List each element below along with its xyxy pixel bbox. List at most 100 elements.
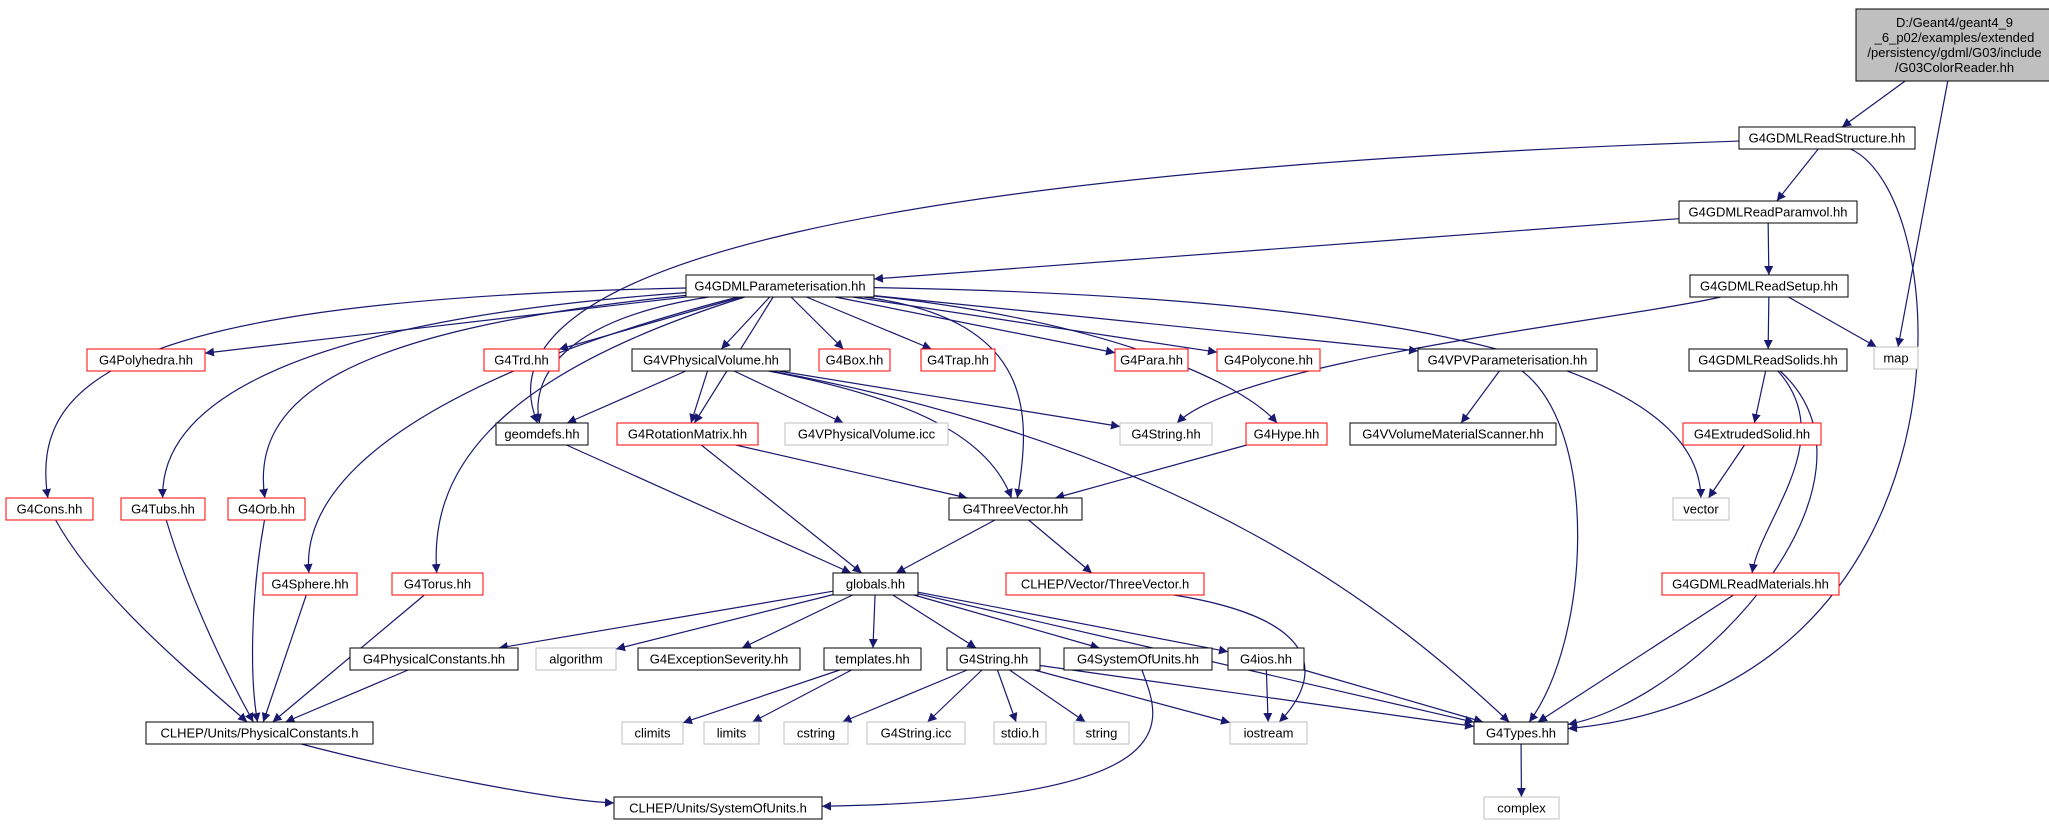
node-label: globals.hh: [846, 577, 905, 592]
edge-tubs-to-clhepphysconst: [165, 519, 254, 723]
node-string[interactable]: string: [1073, 721, 1130, 745]
node-physconsts[interactable]: G4PhysicalConstants.hh: [349, 647, 519, 671]
node-label: G4VPhysicalVolume.hh: [643, 353, 779, 368]
node-g4ios[interactable]: G4ios.hh: [1227, 647, 1305, 671]
node-clhepphysconst[interactable]: CLHEP/Units/PhysicalConstants.h: [145, 721, 374, 745]
edge-globals-to-algorithm: [615, 594, 834, 652]
node-map[interactable]: map: [1873, 346, 1919, 370]
node-g4types[interactable]: G4Types.hh: [1473, 721, 1569, 745]
node-label: G4SystemOfUnits.hh: [1077, 652, 1199, 667]
node-readmaterials[interactable]: G4GDMLReadMaterials.hh: [1661, 572, 1840, 596]
node-label: G4Box.hh: [826, 353, 884, 368]
edge-parameterisation-to-sphere: [303, 296, 739, 574]
node-algorithm[interactable]: algorithm: [535, 647, 617, 671]
node-stdio[interactable]: stdio.h: [993, 721, 1047, 745]
edge-paramvol-to-parameterisation: [873, 218, 1680, 283]
node-polyhedra[interactable]: G4Polyhedra.hh: [86, 348, 206, 372]
node-box: [1114, 348, 1189, 372]
edge-g4stringhh-to-string: [1009, 669, 1086, 723]
node-box: [1682, 422, 1822, 446]
node-paramvol[interactable]: G4GDMLReadParamvol.hh: [1678, 200, 1858, 224]
edge-orb-to-clhepphysconst: [251, 519, 266, 723]
node-pvparam[interactable]: G4VPVParameterisation.hh: [1417, 348, 1598, 372]
node-geomdefs[interactable]: geomdefs.hh: [495, 422, 589, 446]
node-label: G4Polyhedra.hh: [99, 353, 193, 368]
node-tubs[interactable]: G4Tubs.hh: [120, 497, 206, 521]
node-label: G4GDMLReadSolids.hh: [1698, 353, 1837, 368]
edge-physvol-to-physvolicc: [733, 370, 844, 424]
node-volmatscanner[interactable]: G4VVolumeMaterialScanner.hh: [1349, 422, 1557, 446]
edge-parameterisation-to-pvparam: [873, 294, 1419, 355]
node-g4stringhh[interactable]: G4String.hh: [946, 647, 1041, 671]
edge-readstructure-to-paramvol: [1776, 148, 1819, 202]
node-box: [1229, 721, 1308, 745]
node-threevector[interactable]: G4ThreeVector.hh: [948, 497, 1083, 521]
edges-layer: [42, 80, 1949, 811]
node-clhepsysunits[interactable]: CLHEP/Units/SystemOfUnits.h: [613, 796, 823, 820]
edge-readsolids-to-readmaterials: [1749, 370, 1802, 574]
node-physvol[interactable]: G4VPhysicalVolume.hh: [631, 348, 791, 372]
node-label: G4ios.hh: [1240, 652, 1292, 667]
node-label: CLHEP/Units/SystemOfUnits.h: [629, 801, 807, 816]
node-globals[interactable]: globals.hh: [832, 572, 919, 596]
node-g4stringicc[interactable]: G4String.icc: [866, 721, 966, 745]
node-readsetup[interactable]: G4GDMLReadSetup.hh: [1689, 274, 1849, 298]
node-climits[interactable]: climits: [621, 721, 684, 745]
node-box: [621, 721, 684, 745]
node-trap[interactable]: G4Trap.hh: [920, 348, 996, 372]
node-box: [1483, 796, 1560, 820]
edge-parameterisation-to-orb: [259, 294, 687, 499]
node-label: CLHEP/Units/PhysicalConstants.h: [161, 726, 359, 741]
node-complex[interactable]: complex: [1483, 796, 1560, 820]
node-limits[interactable]: limits: [703, 721, 760, 745]
edge-sysunits-to-clhepsysunits: [821, 669, 1154, 811]
node-rotmatrix[interactable]: G4RotationMatrix.hh: [616, 422, 759, 446]
node-iostream[interactable]: iostream: [1229, 721, 1308, 745]
node-physvolicc[interactable]: G4VPhysicalVolume.icc: [784, 422, 949, 446]
node-box: [145, 721, 374, 745]
edge-paramvol-to-readsetup: [1764, 222, 1774, 276]
node-clhepthreevec[interactable]: CLHEP/Vector/ThreeVector.h: [1005, 572, 1205, 596]
node-label: G4Hype.hh: [1254, 427, 1320, 442]
node-sysunits[interactable]: G4SystemOfUnits.hh: [1063, 647, 1213, 671]
node-polycone[interactable]: G4Polycone.hh: [1216, 348, 1321, 372]
edge-readstructure-to-g4types: [1567, 148, 1919, 733]
edge-g4stringhh-to-iostream: [1034, 669, 1231, 725]
node-box: [495, 422, 589, 446]
node-para[interactable]: G4Para.hh: [1114, 348, 1189, 372]
node-root[interactable]: D:/Geant4/geant4_9_6_p02/examples/extend…: [1855, 8, 2049, 82]
node-label: G4Trap.hh: [927, 353, 989, 368]
node-cons[interactable]: G4Cons.hh: [5, 497, 94, 521]
node-exceptionsev[interactable]: G4ExceptionSeverity.hh: [637, 647, 801, 671]
node-readstructure[interactable]: G4GDMLReadStructure.hh: [1738, 126, 1916, 150]
node-label: geomdefs.hh: [504, 427, 579, 442]
node-box: [1245, 422, 1328, 446]
node-box: [818, 348, 891, 372]
edge-hype-to-threevector: [1055, 444, 1247, 500]
node-g4string[interactable]: G4String.hh: [1119, 422, 1213, 446]
node-templates[interactable]: templates.hh: [823, 647, 922, 671]
edge-globals-to-sysunits: [913, 594, 1100, 650]
node-box: [349, 647, 519, 671]
edge-physvol-to-g4string: [778, 370, 1121, 430]
node-sphere[interactable]: G4Sphere.hh: [262, 572, 358, 596]
node-box: [920, 348, 996, 372]
node-label: vector: [1683, 502, 1719, 517]
node-box: [1678, 200, 1858, 224]
edge-geomdefs-to-globals: [566, 444, 852, 574]
node-label: G4String.hh: [959, 652, 1028, 667]
node-hype[interactable]: G4Hype.hh: [1245, 422, 1328, 446]
node-box: [1227, 647, 1305, 671]
node-box: [262, 572, 358, 596]
node-box: [631, 348, 791, 372]
node-readsolids[interactable]: G4GDMLReadSolids.hh: [1688, 348, 1848, 372]
node-label: G4VVolumeMaterialScanner.hh: [1362, 427, 1543, 442]
node-box[interactable]: G4Box.hh: [818, 348, 891, 372]
node-extruded[interactable]: G4ExtrudedSolid.hh: [1682, 422, 1822, 446]
node-torus[interactable]: G4Torus.hh: [391, 572, 484, 596]
node-orb[interactable]: G4Orb.hh: [227, 497, 306, 521]
node-cstring[interactable]: cstring: [783, 721, 849, 745]
node-vector[interactable]: vector: [1672, 497, 1730, 521]
node-trd[interactable]: G4Trd.hh: [483, 348, 560, 372]
node-parameterisation[interactable]: G4GDMLParameterisation.hh: [685, 274, 875, 298]
